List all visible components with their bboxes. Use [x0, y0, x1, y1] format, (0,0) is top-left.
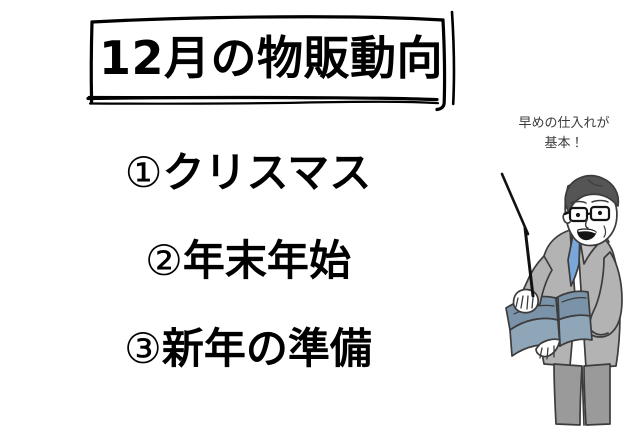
trousers-left-leg: [553, 363, 583, 426]
list-item-label: 新年の準備: [161, 324, 372, 373]
finger-lines: [539, 345, 555, 360]
pointer-stick: [500, 172, 530, 236]
caption-line-1: 早めの仕入れが: [518, 116, 610, 131]
list-item-number: ①: [124, 148, 163, 197]
necktie: [567, 229, 581, 287]
list-item-number: ③: [124, 324, 162, 373]
suit-right-sleeve: [588, 251, 623, 338]
book-spine: [557, 297, 561, 347]
book-right-page: [557, 314, 593, 347]
right-eye: [597, 210, 603, 216]
businessman-presenter-illustration: [492, 168, 640, 427]
right-eyebrow: [591, 199, 609, 203]
illustration-caption: 早めの仕入れが 基本！: [488, 114, 640, 154]
caption-line-2: 基本！: [544, 136, 584, 152]
left-eye: [575, 212, 581, 218]
list-item-label: クリスマス: [162, 148, 372, 197]
list-item: ② 年末年始: [24, 228, 472, 294]
list-item: ③ 新年の準備: [24, 316, 472, 382]
trousers-right-leg: [583, 363, 611, 426]
list-item: ① クリスマス: [24, 140, 472, 206]
trousers-center-seam: [581, 366, 585, 426]
pointer-hand-knuckles: [515, 295, 534, 310]
topic-list: ① クリスマス ② 年末年始 ③ 新年の準備: [24, 140, 472, 382]
book-page-line-2: [561, 297, 587, 303]
list-item-label: 年末年始: [182, 236, 351, 285]
hair-strand: [587, 179, 603, 187]
cheek-line: [603, 225, 607, 238]
pointer-stick-lower: [523, 226, 535, 298]
nose: [584, 219, 589, 229]
eyeglasses: [563, 205, 611, 223]
title-block: 12月の物販動向: [86, 4, 456, 112]
page-title: 12月の物販動向: [98, 31, 443, 85]
list-item-number: ②: [145, 236, 183, 285]
left-eyebrow: [570, 200, 587, 204]
teeth: [578, 229, 596, 234]
right-cuff: [591, 330, 609, 336]
presenter-figure: [500, 172, 623, 426]
